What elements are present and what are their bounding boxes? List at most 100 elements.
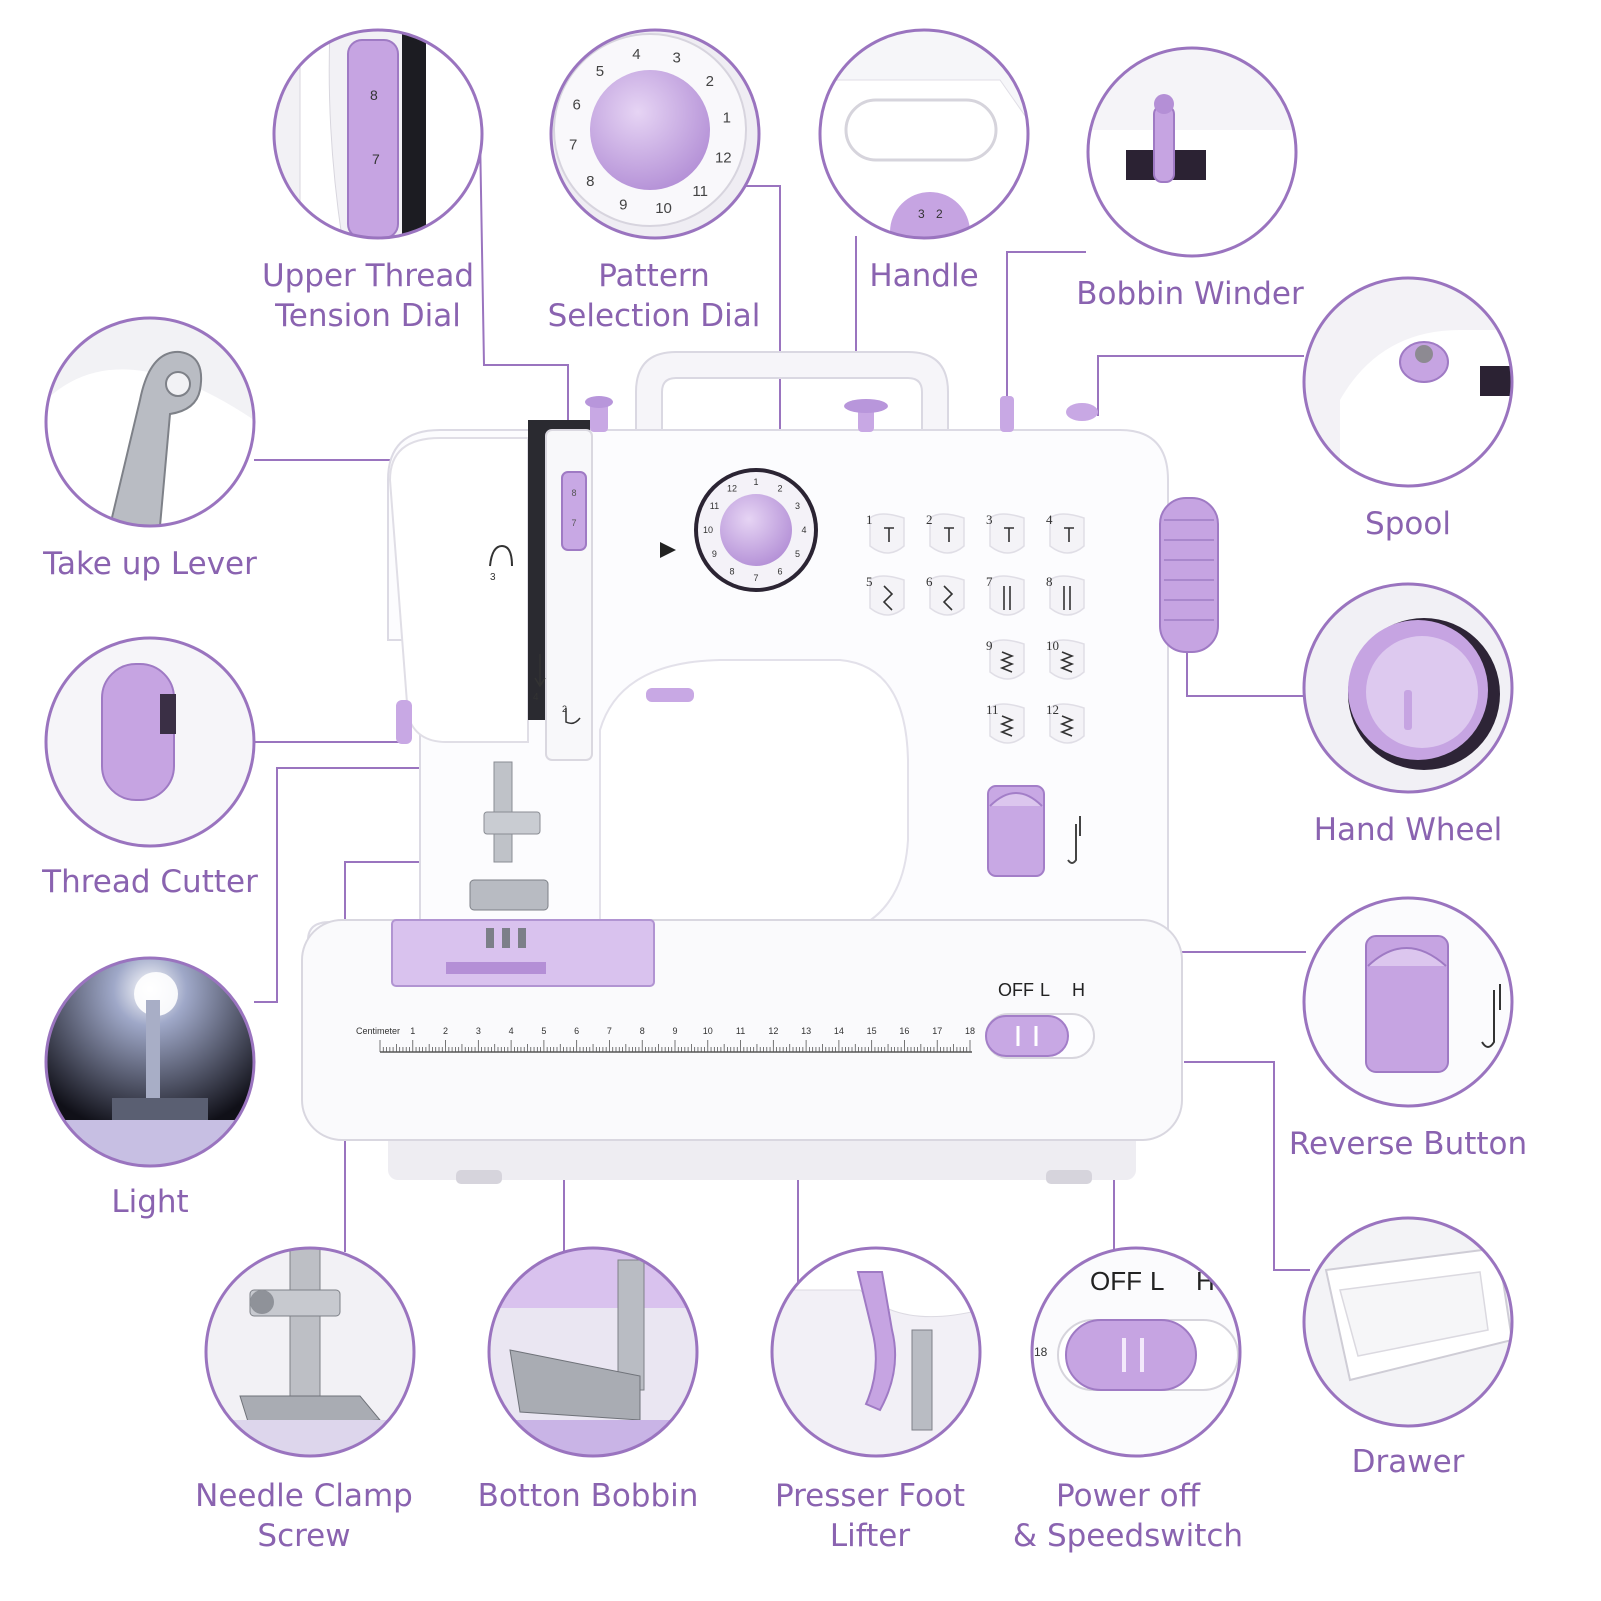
svg-text:8: 8 xyxy=(370,87,378,103)
presser-foot-lifter-machine xyxy=(646,688,694,702)
machine-handle xyxy=(635,351,949,433)
leader-light xyxy=(254,767,432,1003)
reverse-button-top xyxy=(989,792,1043,807)
ruler-number: 15 xyxy=(867,1026,877,1036)
svg-text:18: 18 xyxy=(1034,1345,1048,1359)
needle-mark-3: 3 xyxy=(490,572,496,583)
pattern-dial-number: 1 xyxy=(753,477,758,487)
ruler-number: 12 xyxy=(768,1026,778,1036)
speed-switch-knob xyxy=(985,1015,1069,1057)
spool-pin-left xyxy=(590,402,608,432)
svg-text:L: L xyxy=(1150,1266,1164,1296)
stitch-tile xyxy=(1049,513,1085,554)
label-spool: Spool xyxy=(1365,506,1451,542)
label-bobbin-winder: Bobbin Winder xyxy=(1076,276,1304,312)
hand-wheel-ridges xyxy=(1164,519,1214,621)
svg-text:7: 7 xyxy=(372,151,380,167)
stitch-number: 3 xyxy=(986,512,993,527)
ruler-unit-label: Centimeter xyxy=(356,1026,400,1036)
pattern-dial-arrow xyxy=(660,542,676,558)
ruler-number: 6 xyxy=(574,1026,579,1036)
pattern-dial-number: 10 xyxy=(703,525,713,535)
inset-dial-number: 9 xyxy=(619,196,627,213)
stitch-glyph xyxy=(944,527,954,542)
ruler-number: 1 xyxy=(410,1026,415,1036)
inset-thread-cutter xyxy=(44,636,256,848)
label-power-off-speedswitch: Power off& Speedswitch xyxy=(1012,1478,1244,1554)
stitch-tile xyxy=(1049,703,1085,744)
stitch-number: 10 xyxy=(1046,638,1059,653)
ruler-number: 5 xyxy=(541,1026,546,1036)
stitch-glyph xyxy=(1064,527,1074,542)
inset-dial-number: 2 xyxy=(706,73,714,90)
feed-dogs xyxy=(486,928,526,948)
inset-dial-number: 1 xyxy=(723,109,731,126)
leader-tension xyxy=(479,133,569,440)
ruler-number: 16 xyxy=(899,1026,909,1036)
inset-dial-number: 7 xyxy=(569,137,577,154)
pattern-dial-number: 8 xyxy=(729,567,734,577)
pattern-dial-number: 3 xyxy=(795,501,800,511)
stitch-number: 11 xyxy=(986,702,999,717)
inset-dial-number: 8 xyxy=(586,173,594,190)
stitch-tile xyxy=(989,639,1025,680)
needle-mark-2: 2 xyxy=(562,704,567,714)
ruler-number: 11 xyxy=(736,1026,745,1036)
spool-cap-left xyxy=(585,396,613,408)
svg-text:OFF: OFF xyxy=(1090,1266,1142,1296)
stitch-glyph xyxy=(942,585,954,611)
stitch-tile xyxy=(1049,639,1085,680)
stitch-tile xyxy=(869,513,905,554)
inset-spool xyxy=(1302,276,1514,488)
inset-dial-number: 3 xyxy=(673,50,681,67)
pattern-dial-number: 2 xyxy=(777,483,782,493)
stitch-glyph xyxy=(1003,586,1011,610)
bobbin-winder-pin xyxy=(1000,396,1014,432)
inset-botton-bobbin xyxy=(487,1246,699,1458)
tension-mark-7: 7 xyxy=(571,518,576,528)
stitch-tile xyxy=(929,575,965,616)
stitch-glyph xyxy=(1059,715,1075,737)
stitch-number: 7 xyxy=(986,574,993,589)
ruler-number: 3 xyxy=(476,1026,481,1036)
pattern-dial-number: 5 xyxy=(795,549,800,559)
label-hand-wheel: Hand Wheel xyxy=(1313,812,1503,848)
inset-dial-number: 10 xyxy=(655,200,672,217)
leader-drawer xyxy=(1184,1061,1310,1271)
stitch-tile xyxy=(989,703,1025,744)
stitch-tile xyxy=(1049,575,1085,616)
leader-bobbin-winder xyxy=(1006,251,1086,408)
switch-label-low: L xyxy=(1040,980,1050,1000)
inset-bobbin-winder xyxy=(1086,46,1298,258)
needle-clamp xyxy=(483,811,541,835)
needle-mark-4: 4 xyxy=(533,692,539,703)
inset-dial-number: 12 xyxy=(715,150,732,167)
ruler-number: 18 xyxy=(965,1026,975,1036)
svg-text:3: 3 xyxy=(918,207,925,221)
label-take-up-lever: Take up Lever xyxy=(43,546,257,582)
stitch-glyph xyxy=(884,527,894,542)
stitch-tile xyxy=(869,575,905,616)
inset-dial-number: 11 xyxy=(692,183,708,200)
svg-text:2: 2 xyxy=(936,207,943,221)
pattern-dial-knob xyxy=(720,494,792,566)
hook-icon xyxy=(565,708,581,725)
label-reverse-button: Reverse Button xyxy=(1288,1126,1528,1162)
machine-feet-left xyxy=(456,1170,502,1184)
switch-label-high: H xyxy=(1072,980,1085,1000)
ruler-number: 2 xyxy=(443,1026,448,1036)
leader-spool xyxy=(1097,355,1304,416)
inset-power-off-speedswitch: OFF L H 18 xyxy=(1030,1246,1242,1458)
inset-needle-clamp-screw xyxy=(204,1246,416,1458)
ruler-number: 7 xyxy=(607,1026,612,1036)
stitch-number: 1 xyxy=(866,512,873,527)
ruler-number: 8 xyxy=(640,1026,645,1036)
tension-mark-8: 8 xyxy=(571,488,576,498)
pattern-dial-number: 7 xyxy=(753,573,758,583)
